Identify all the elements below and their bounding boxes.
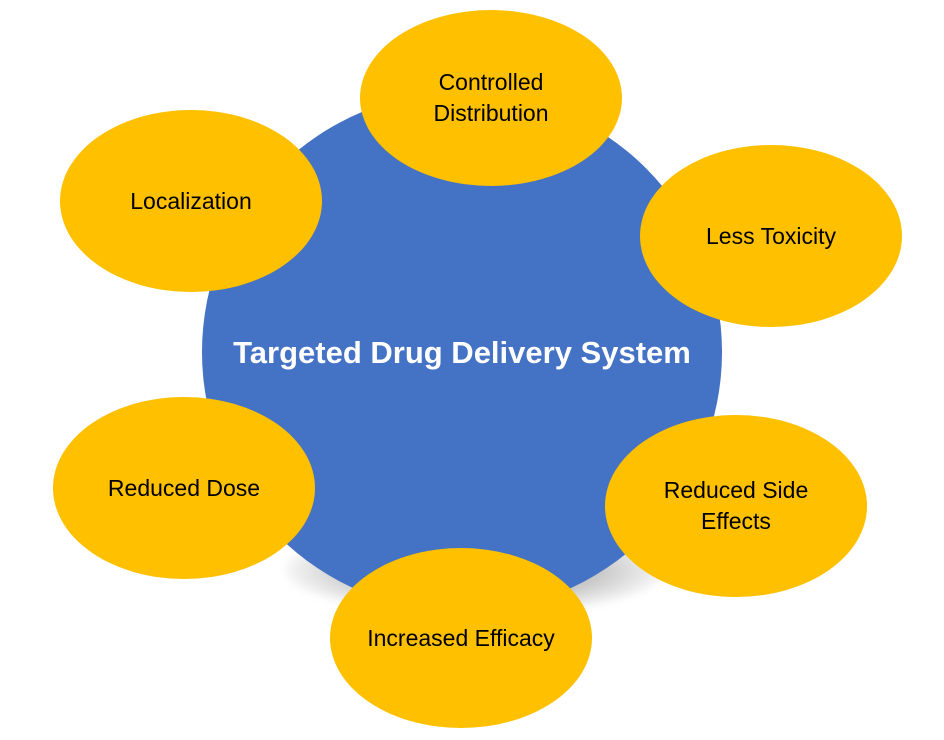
node-reduced-side-effects: Reduced Side Effects: [605, 415, 867, 597]
node-reduced-dose: Reduced Dose: [53, 397, 315, 579]
node-label: Less Toxicity: [706, 222, 836, 249]
node-label: Localization: [130, 187, 252, 214]
node-label: Controlled Distribution: [433, 69, 549, 126]
node-label: Reduced Side Effects: [663, 477, 809, 534]
node-controlled-distribution: Controlled Distribution: [360, 10, 622, 186]
node-increased-efficacy: Increased Efficacy: [330, 548, 592, 728]
node-less-toxicity: Less Toxicity: [640, 145, 902, 327]
node-label: Reduced Dose: [107, 474, 261, 501]
node-label: Increased Efficacy: [367, 624, 555, 651]
central-label: Targeted Drug Delivery System: [233, 335, 691, 370]
node-localization: Localization: [60, 110, 322, 292]
